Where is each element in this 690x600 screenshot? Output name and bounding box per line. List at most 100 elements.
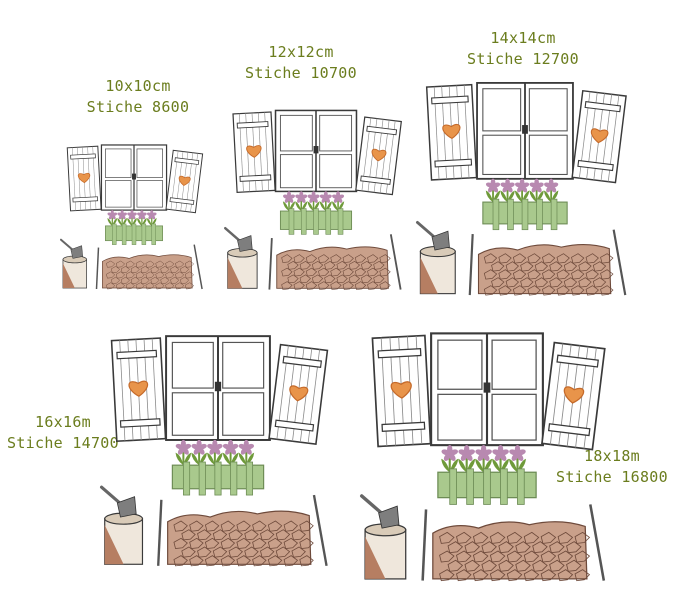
planter-strap: [121, 223, 127, 245]
woodpile-log: [204, 537, 220, 549]
woodpile-log: [348, 274, 361, 284]
flower-leaf: [175, 452, 184, 466]
woodpile-log: [542, 269, 556, 280]
woodpile-log: [283, 555, 299, 567]
flower-icon: [108, 214, 113, 220]
woodpile-log: [220, 537, 236, 549]
shutter-hinge: [431, 95, 469, 105]
flower-leaf: [319, 201, 326, 212]
flower-icon: [222, 443, 231, 450]
woodpile-log: [578, 261, 592, 272]
woodpile-log: [447, 541, 464, 554]
woodpile-post: [312, 494, 328, 567]
woodpile-log: [464, 541, 481, 554]
woodpile-log: [498, 269, 512, 280]
planter-strap: [517, 468, 525, 505]
woodpile-log: [373, 274, 385, 284]
woodpile-log: [281, 267, 293, 277]
woodpile-log: [515, 559, 531, 572]
woodpile-log: [447, 559, 464, 572]
planter-strap: [337, 208, 344, 235]
heart-icon: [390, 381, 412, 399]
woodpile-log: [566, 559, 582, 572]
woodpile-log: [592, 261, 607, 272]
planter-strap: [492, 198, 500, 231]
woodpile-log: [120, 276, 130, 284]
heart-icon: [371, 148, 387, 162]
woodpile-log: [578, 277, 592, 288]
flower-icon: [128, 214, 133, 220]
woodpile-log: [204, 520, 220, 532]
planter-strap: [112, 223, 117, 245]
axe-icon: [237, 235, 253, 252]
flower-icon: [517, 185, 523, 193]
woodpile-log: [160, 276, 170, 284]
woodpile-log: [512, 269, 527, 280]
flower-icon: [225, 447, 232, 455]
woodpile-post: [589, 504, 606, 581]
woodpile-log: [165, 271, 175, 279]
woodpile-log: [505, 261, 520, 272]
woodpile-log: [585, 253, 599, 264]
woodpile-log: [342, 281, 354, 290]
woodpile-log: [130, 276, 140, 284]
window-pane: [482, 134, 522, 176]
woodpile-log: [173, 520, 188, 532]
shutter-hinge: [556, 354, 599, 368]
woodpile-log: [600, 285, 614, 296]
window-latch: [132, 173, 136, 180]
woodpile-post: [389, 234, 402, 290]
flower-leaf: [117, 217, 123, 226]
woodpile-log: [324, 260, 336, 270]
woodpile-log: [472, 531, 489, 544]
flower-icon: [333, 197, 339, 203]
woodpile-log: [439, 550, 455, 563]
flower-leaf: [331, 201, 339, 212]
flower-icon: [118, 214, 123, 220]
planter-strap: [536, 198, 543, 231]
design-scene: [360, 332, 606, 582]
woodpile-log: [563, 261, 578, 272]
shutter-hinge: [366, 125, 398, 136]
woodpile-log: [281, 281, 293, 290]
window-pane: [222, 341, 265, 389]
woodpile-log: [342, 254, 354, 263]
planter-strap: [131, 223, 137, 245]
woodpile-log: [592, 277, 607, 288]
woodpile-log: [483, 253, 498, 264]
planter-strap: [182, 461, 191, 496]
woodpile-log: [236, 520, 251, 532]
woodpile-log: [540, 550, 557, 563]
woodpile-log: [293, 281, 305, 290]
woodpile-post: [193, 244, 203, 290]
woodpile-log: [120, 266, 130, 274]
window-pane: [437, 393, 483, 441]
right-shutter: [268, 343, 329, 445]
woodpile-log: [175, 282, 185, 290]
woodpile-log: [348, 260, 361, 270]
left-shutter: [110, 337, 167, 443]
woodpile-log: [311, 260, 324, 270]
woodpile-log: [542, 253, 556, 264]
woodpile-log: [549, 261, 563, 272]
woodpile-log: [212, 546, 228, 558]
woodpile-log: [534, 277, 549, 288]
woodpile-log: [491, 261, 505, 272]
flower-icon: [514, 182, 523, 188]
woodpile-log: [244, 546, 259, 558]
stitch-count: Stiche 10700: [245, 64, 357, 82]
woodpile-post: [468, 234, 474, 296]
planter-strap: [198, 461, 206, 496]
flower-leaf: [509, 458, 518, 473]
flower-icon: [297, 197, 302, 203]
woodpile-log: [330, 267, 342, 277]
size-text: 10x10cm: [105, 77, 171, 95]
left-shutter: [232, 111, 276, 193]
woodpile-log: [506, 569, 523, 582]
woodpile-log: [549, 277, 563, 288]
woodpile-log: [330, 254, 342, 263]
planter-strap: [245, 461, 254, 496]
woodpile-log: [165, 282, 175, 290]
size-label-5: 18x18m Stiche 16800: [546, 446, 678, 488]
flower-icon: [531, 185, 538, 193]
